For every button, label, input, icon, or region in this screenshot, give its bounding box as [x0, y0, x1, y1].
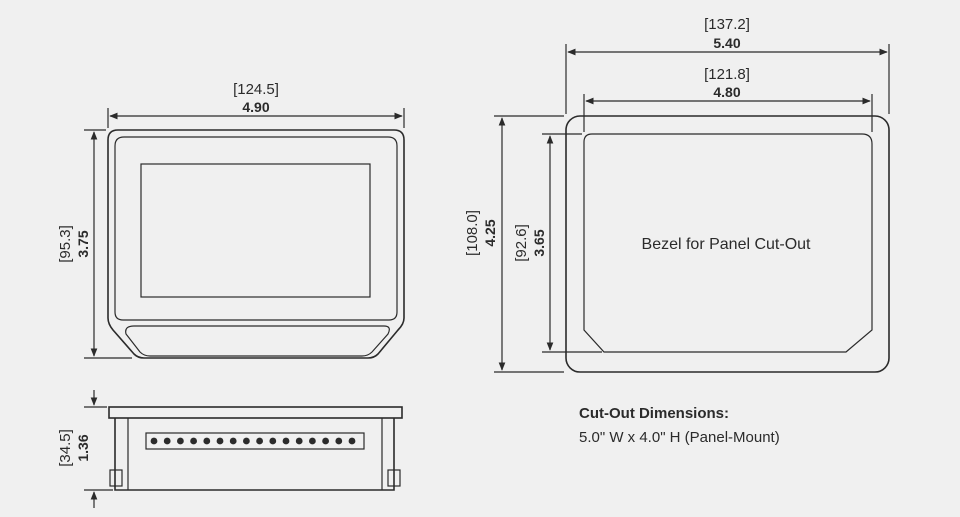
- terminal-pin: [177, 437, 184, 445]
- bezel-inner-height-in: 3.65: [531, 229, 547, 256]
- side-view: [34.5] 1.36: [57, 390, 403, 508]
- bezel-outer-outline: [565, 115, 890, 373]
- bezel-inner-width-mm: [121.8]: [704, 66, 750, 83]
- front-bottom-bar: [125, 325, 390, 357]
- side-body: [114, 418, 395, 491]
- cutout-spec: 5.0" W x 4.0" H (Panel-Mount): [579, 429, 780, 446]
- terminal-pin: [203, 437, 211, 445]
- front-inner-bezel: [114, 136, 398, 321]
- front-screen: [140, 163, 371, 298]
- front-height-mm: [95.3]: [57, 225, 74, 263]
- side-top-flange: [108, 406, 403, 419]
- terminal-pins: [150, 437, 356, 445]
- terminal-pin: [335, 437, 343, 445]
- front-outer-outline: [107, 129, 405, 359]
- terminal-pin: [229, 437, 237, 445]
- terminal-pin: [295, 437, 303, 445]
- terminal-pin: [348, 437, 356, 445]
- terminal-block: [145, 432, 365, 450]
- bezel-inner-height-mm: [92.6]: [513, 224, 530, 262]
- side-depth-in: 1.36: [75, 434, 91, 461]
- bezel-label: Bezel for Panel Cut-Out: [642, 236, 812, 253]
- terminal-pin: [256, 437, 263, 445]
- bezel-inner-width-in: 4.80: [713, 84, 740, 100]
- terminal-pin: [282, 437, 290, 445]
- terminal-pin: [269, 437, 277, 445]
- front-view: [124.5] 4.90 [95.3] 3.75: [57, 81, 405, 359]
- front-width-mm: [124.5]: [233, 81, 279, 98]
- terminal-pin: [150, 437, 158, 445]
- side-depth-mm: [34.5]: [57, 429, 74, 467]
- bezel-outer-width-mm: [137.2]: [704, 16, 750, 33]
- side-latch-left: [109, 469, 123, 487]
- cutout-note: Cut-Out Dimensions: 5.0" W x 4.0" H (Pan…: [579, 405, 780, 446]
- terminal-pin: [322, 437, 329, 445]
- terminal-pin: [190, 437, 198, 445]
- bezel-view: Bezel for Panel Cut-Out [137.2] 5.40 [12…: [464, 16, 890, 373]
- terminal-pin: [243, 437, 250, 445]
- bezel-outer-width-in: 5.40: [713, 35, 740, 51]
- front-width-in: 4.90: [242, 99, 269, 115]
- bezel-outer-height-in: 4.25: [482, 219, 498, 246]
- bezel-outer-height-mm: [108.0]: [464, 210, 481, 256]
- side-latch-right: [387, 469, 401, 487]
- cutout-title: Cut-Out Dimensions:: [579, 405, 729, 422]
- bezel-cutout-outline: [583, 133, 873, 353]
- terminal-pin: [309, 437, 316, 445]
- terminal-pin: [216, 437, 224, 445]
- front-height-in: 3.75: [75, 230, 91, 257]
- terminal-pin: [163, 437, 171, 445]
